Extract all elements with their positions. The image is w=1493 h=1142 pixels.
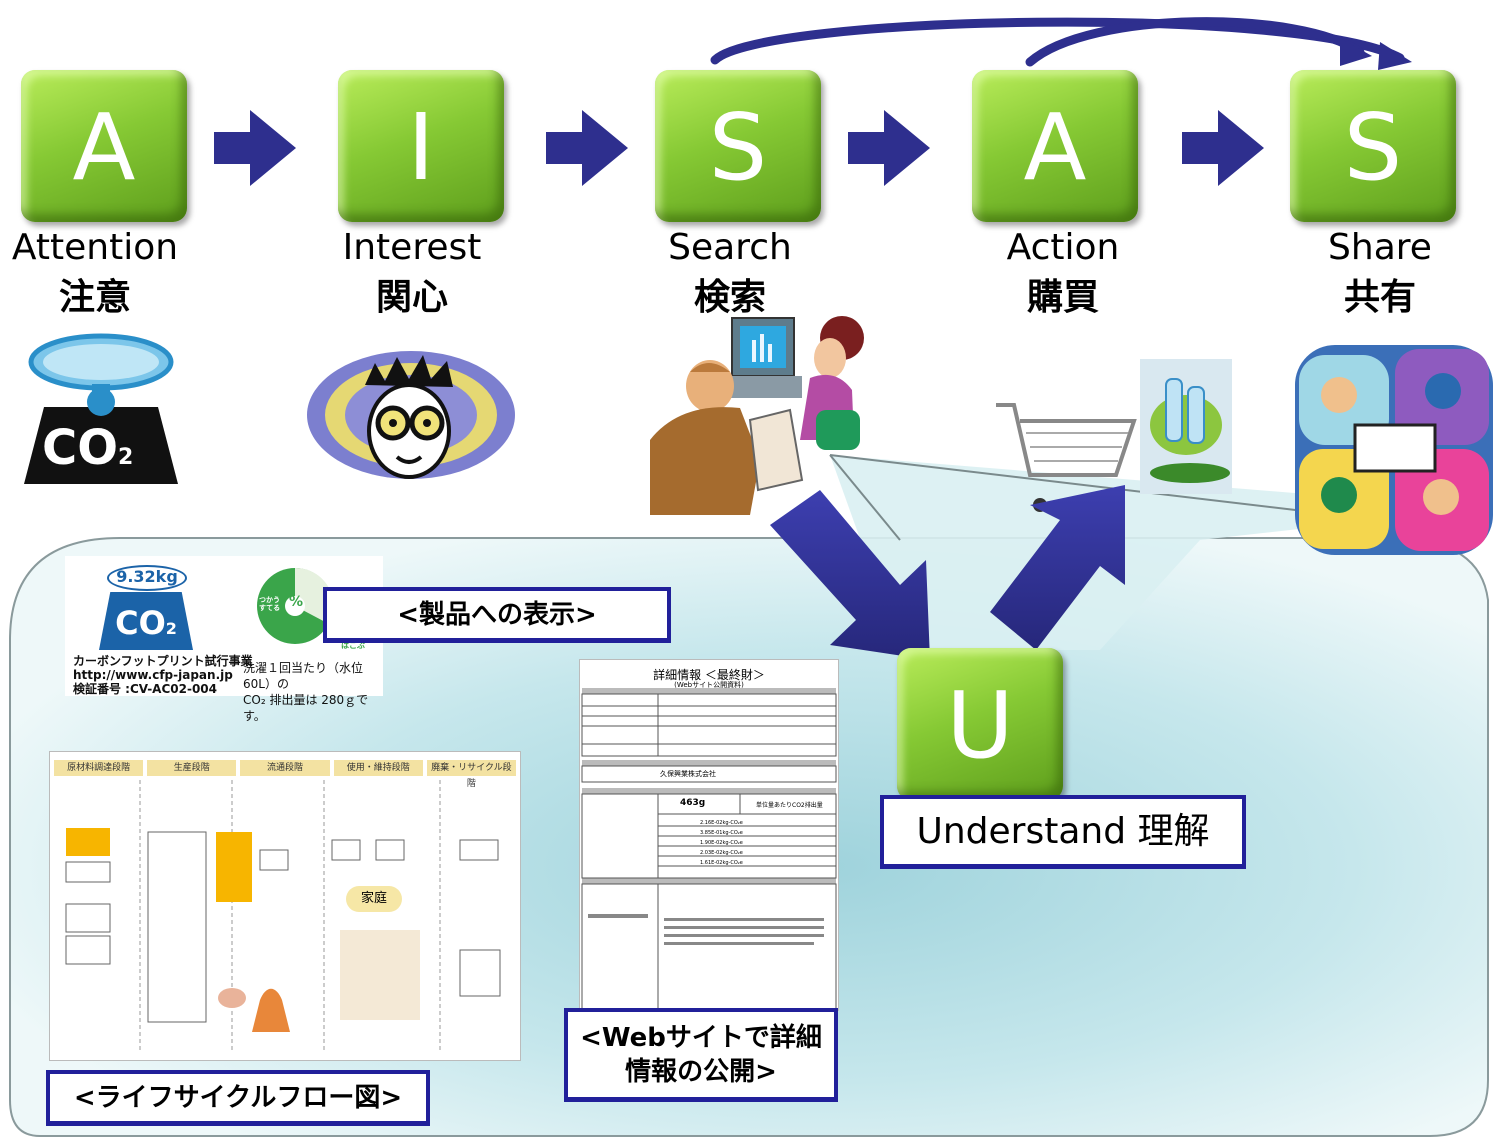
pie-line2: CO₂ 排出量は 280ｇです。: [243, 693, 369, 723]
pie-bottom-label: はこぶ: [341, 641, 365, 650]
stage-label-jp: 検索: [693, 277, 766, 318]
interest-face-icon: [307, 351, 515, 479]
stage-letter: S: [708, 94, 768, 201]
co2-text: CO: [42, 420, 119, 476]
arrow-up-right-icon: [990, 485, 1125, 650]
search-people-icon: [650, 316, 864, 515]
detail-doc-value: 463g: [680, 798, 706, 808]
detail-doc-company: 久保興業株式会社: [660, 770, 716, 778]
stage-letter: U: [946, 672, 1014, 779]
cfp-weight: 9.32kg: [107, 565, 187, 591]
cfp-line1: カーボンフットプリント試行事業: [73, 654, 253, 668]
arrow-right-icon: [848, 110, 930, 186]
lifecycle-header: 原材料調達段階: [54, 760, 144, 776]
pie-line1: 洗濯１回当たり（水位 60L）の: [243, 661, 364, 691]
stage-label-en: Interest: [342, 227, 482, 268]
cfp-line3: 検証番号 :CV-AC02-004: [73, 682, 218, 696]
detail-doc-subtitle: (Webサイト公開資料): [674, 681, 744, 689]
pie-left-label: つかう すてる: [259, 596, 281, 612]
co2-subscript: 2: [118, 445, 134, 470]
detail-doc-row: 2.03E-02kg-CO₂e: [700, 850, 743, 856]
lifecycle-home-label: 家庭: [346, 886, 402, 912]
lifecycle-header: 廃棄・リサイクル段階: [426, 760, 517, 789]
cfp-label-image: 9.32kg CO2 カーボンフットプリント試行事業 http://www.cf…: [65, 556, 383, 723]
stage-block-interest: I: [338, 70, 504, 222]
arrow-right-icon: [1182, 110, 1264, 186]
stage-letter: S: [1343, 94, 1403, 201]
lifecycle-header: 流通段階: [240, 760, 330, 776]
stage-letter: A: [72, 94, 136, 201]
stage-block-search: S: [655, 70, 821, 222]
website-label: <Webサイトで詳細 情報の公開>: [564, 1008, 838, 1102]
stage-letter: I: [407, 94, 435, 201]
cfp-line2: http://www.cfp-japan.jp: [73, 668, 233, 682]
arrow-right-icon: [546, 110, 628, 186]
cfp-co2-mark: CO2: [99, 592, 193, 650]
stage-label-en: Action: [1006, 227, 1120, 268]
stage-label-jp: 関心: [375, 277, 448, 318]
detail-doc-title: 詳細情報 ＜最終財＞: [653, 668, 765, 682]
website-label-line2: 情報の公開>: [625, 1056, 777, 1087]
stage-label-jp: 共有: [1343, 277, 1416, 318]
website-label-line1: <Webサイトで詳細: [580, 1022, 822, 1053]
stage-block-attention: A: [21, 70, 187, 222]
stage-label-jp: 注意: [58, 277, 131, 318]
stage-letter: A: [1023, 94, 1087, 201]
pie-chart-icon: [257, 567, 334, 644]
detail-doc-row: 1.90E-02kg-CO₂e: [700, 840, 743, 846]
stage-label-en: Attention: [11, 227, 179, 268]
stage-block-share: S: [1290, 70, 1456, 222]
stage-label-jp: 購買: [1026, 277, 1099, 318]
cfp-co2-subscript: 2: [165, 619, 177, 638]
stage-block-understand: U: [897, 648, 1063, 800]
detail-info-document: 詳細情報 ＜最終財＞ (Webサイト公開資料) 久保興業株式会社 463g 単位…: [580, 660, 838, 1010]
arrow-right-icon: [214, 110, 296, 186]
stage-label-en: Share: [1328, 227, 1432, 268]
lifecycle-flow-image: 原材料調達段階 生産段階 流通段階 使用・維持段階 廃棄・リサイクル段階 家庭: [50, 752, 520, 1060]
pie-percent: %: [289, 594, 304, 610]
co2-scale-icon: CO2: [22, 332, 180, 484]
lifecycle-header: 生産段階: [147, 760, 237, 776]
stage-block-action: A: [972, 70, 1138, 222]
lifecycle-header: 使用・維持段階: [333, 760, 423, 776]
arrow-down-right-icon: [770, 490, 930, 660]
share-feedback-arcs: [710, 17, 1412, 70]
flow-arrows: [214, 110, 1264, 186]
stage-label-en: Search: [668, 227, 792, 268]
understand-label: Understand 理解: [880, 795, 1246, 869]
share-collage-icon: [1295, 345, 1493, 555]
lifecycle-label: <ライフサイクルフロー図>: [46, 1070, 430, 1126]
product-display-label: <製品への表示>: [323, 587, 671, 643]
detail-doc-row: 3.85E-01kg-CO₂e: [700, 830, 743, 836]
detail-doc-row: 2.16E-02kg-CO₂e: [700, 820, 743, 826]
detail-doc-unit-label: 単位量あたりCO2排出量: [756, 802, 823, 809]
detail-doc-row: 1.61E-02kg-CO₂e: [700, 860, 743, 866]
cfp-co2-text: CO: [115, 604, 166, 642]
